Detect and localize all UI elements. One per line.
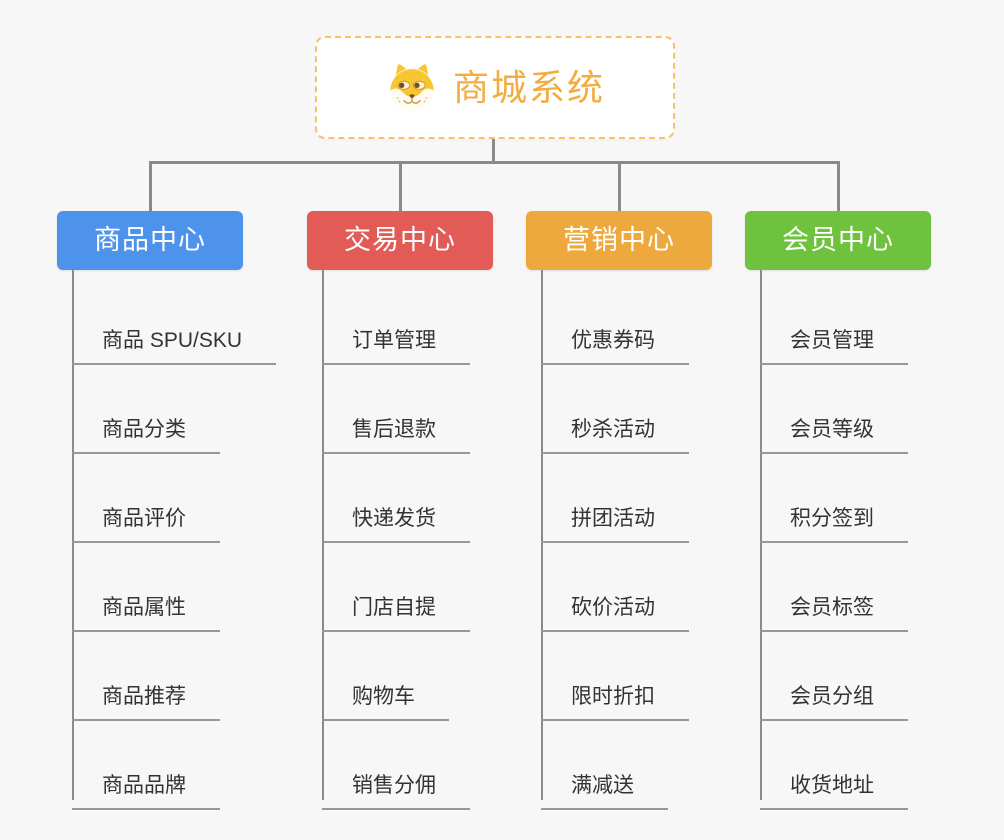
leaf-node[interactable]: 门店自提 <box>322 571 470 632</box>
branch-label: 营销中心 <box>563 225 675 255</box>
branch-drop-line-4 <box>837 161 840 211</box>
leaf-node[interactable]: 优惠券码 <box>541 304 689 365</box>
leaf-node[interactable]: 拼团活动 <box>541 482 689 543</box>
leaf-node[interactable]: 会员标签 <box>760 571 908 632</box>
leaf-node[interactable]: 商品分类 <box>72 393 220 454</box>
branch-trunk-line-1 <box>72 270 74 800</box>
branch-trunk-line-4 <box>760 270 762 800</box>
leaf-node[interactable]: 积分签到 <box>760 482 908 543</box>
leaf-node[interactable]: 商品推荐 <box>72 660 220 721</box>
leaf-node[interactable]: 购物车 <box>322 660 449 721</box>
branch-node-3[interactable]: 营销中心 <box>526 211 712 270</box>
branch-label: 商品中心 <box>94 225 206 255</box>
branch-label: 会员中心 <box>782 225 894 255</box>
leaf-node[interactable]: 限时折扣 <box>541 660 689 721</box>
branch-trunk-line-3 <box>541 270 543 800</box>
leaf-node[interactable]: 快递发货 <box>322 482 470 543</box>
leaf-node[interactable]: 商品评价 <box>72 482 220 543</box>
branch-label: 交易中心 <box>344 225 456 255</box>
branch-node-2[interactable]: 交易中心 <box>307 211 493 270</box>
root-stem-line <box>492 139 495 164</box>
leaf-node[interactable]: 商品品牌 <box>72 749 220 810</box>
leaf-node[interactable]: 商品属性 <box>72 571 220 632</box>
branch-drop-line-3 <box>618 161 621 211</box>
branch-node-1[interactable]: 商品中心 <box>57 211 243 270</box>
root-node[interactable]: 商城系统 <box>315 36 675 139</box>
leaf-node[interactable]: 会员分组 <box>760 660 908 721</box>
branch-bus-line <box>149 161 840 164</box>
branch-trunk-line-2 <box>322 270 324 800</box>
leaf-node[interactable]: 商品 SPU/SKU <box>72 304 277 365</box>
root-title: 商城系统 <box>452 66 605 108</box>
branch-drop-line-1 <box>149 161 152 211</box>
leaf-node[interactable]: 砍价活动 <box>541 571 689 632</box>
leaf-node[interactable]: 秒杀活动 <box>541 393 689 454</box>
leaf-node[interactable]: 销售分佣 <box>322 749 470 810</box>
branch-drop-line-2 <box>399 161 402 211</box>
shiba-dog-icon <box>390 63 434 111</box>
leaf-node[interactable]: 会员管理 <box>760 304 908 365</box>
leaf-node[interactable]: 收货地址 <box>760 749 908 810</box>
branch-node-4[interactable]: 会员中心 <box>745 211 931 270</box>
leaf-node[interactable]: 售后退款 <box>322 393 470 454</box>
leaf-node[interactable]: 会员等级 <box>760 393 908 454</box>
leaf-node[interactable]: 订单管理 <box>322 304 470 365</box>
leaf-node[interactable]: 满减送 <box>541 749 668 810</box>
